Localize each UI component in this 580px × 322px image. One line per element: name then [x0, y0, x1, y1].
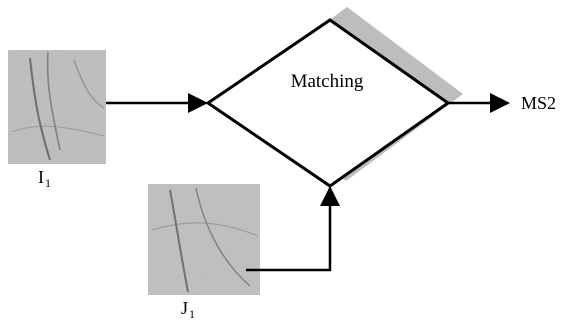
input-bottom-label-main: J: [181, 298, 188, 318]
palmprint-image-top: [8, 50, 106, 164]
input-top-label-sub: 1: [45, 176, 51, 190]
input-top-label: I 1: [38, 167, 51, 190]
output-label: MS2: [521, 93, 556, 113]
input-bottom-label: J 1: [181, 298, 195, 321]
matching-diamond: [205, 18, 451, 188]
arrow-bottom-input: [246, 186, 340, 272]
input-bottom-label-sub: 1: [189, 307, 195, 321]
input-top-label-main: I: [38, 167, 44, 187]
palmprint-image-bottom: [148, 184, 260, 295]
matching-label: Matching: [291, 71, 364, 92]
